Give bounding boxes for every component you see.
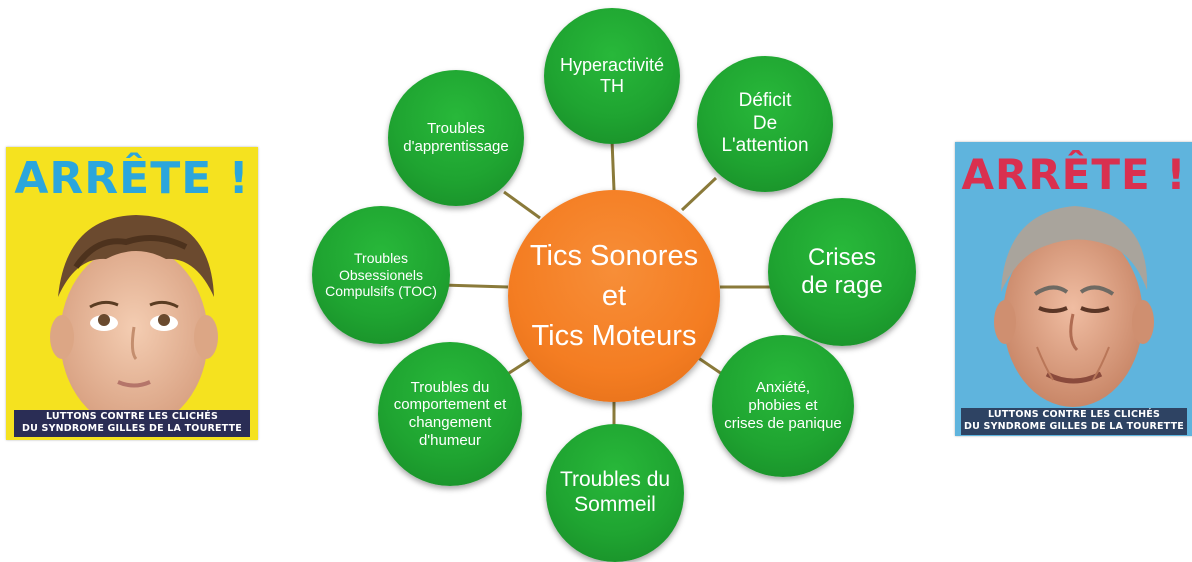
node-comportement: Troubles du comportement et changement d… bbox=[378, 342, 522, 486]
node-hyperactivite: Hyperactivité TH bbox=[544, 8, 680, 144]
node-deficit-label: Déficit De L'attention bbox=[721, 90, 808, 157]
node-hyperactivite-label: Hyperactivité TH bbox=[560, 55, 664, 97]
node-crises-rage: Crises de rage bbox=[768, 198, 916, 346]
node-crises-rage-label: Crises de rage bbox=[801, 244, 882, 301]
connector-deficit bbox=[682, 178, 716, 210]
center-node: Tics Sonores et Tics Moteurs bbox=[508, 190, 720, 402]
connector-toc bbox=[442, 285, 508, 287]
connector-hyperactivite bbox=[612, 140, 614, 190]
node-toc-label: Troubles Obsessionels Compulsifs (TOC) bbox=[325, 250, 437, 300]
node-anxiete-label: Anxiété, phobies et crises de panique bbox=[724, 379, 842, 432]
center-node-label: Tics Sonores et Tics Moteurs bbox=[530, 236, 698, 356]
node-apprentissage: Troubles d'apprentissage bbox=[388, 70, 524, 206]
node-deficit: Déficit De L'attention bbox=[697, 56, 833, 192]
connector-apprentissage bbox=[504, 192, 540, 218]
node-sommeil: Troubles du Sommeil bbox=[546, 424, 684, 562]
node-comportement-label: Troubles du comportement et changement d… bbox=[394, 379, 507, 450]
node-anxiete: Anxiété, phobies et crises de panique bbox=[712, 335, 854, 477]
node-sommeil-label: Troubles du Sommeil bbox=[560, 468, 670, 518]
node-toc: Troubles Obsessionels Compulsifs (TOC) bbox=[312, 206, 450, 344]
node-apprentissage-label: Troubles d'apprentissage bbox=[403, 120, 508, 155]
